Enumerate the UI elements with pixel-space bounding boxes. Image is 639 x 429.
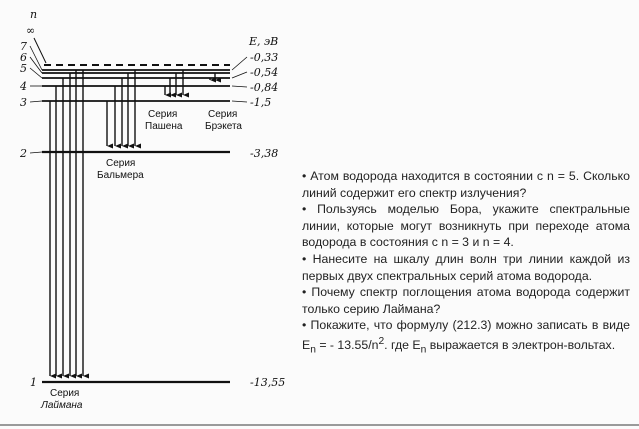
q5-part: = - 13.55/n — [315, 338, 379, 353]
level-number-n1: 1 — [30, 376, 37, 389]
level-pointer — [29, 100, 43, 103]
question-4: • Почему спектр поглощения атома водород… — [302, 285, 630, 316]
q5-sup: 2 — [378, 335, 385, 347]
infinity-pointer — [33, 37, 47, 64]
paschen-label-1: Серия — [148, 109, 177, 120]
q5-sub: n — [310, 344, 316, 356]
paschen-label-2: Пашена — [145, 121, 183, 132]
energy-pointer — [231, 56, 248, 71]
energy-axis-label: E, эВ — [248, 35, 278, 48]
q5-part: выражается в электрон-вольтах. — [426, 338, 616, 353]
q5-part: . где E — [384, 338, 421, 353]
energy-pointer — [231, 100, 248, 103]
energy-value-n5: -0,54 — [250, 66, 278, 79]
energy-value-n2: -3,38 — [250, 147, 278, 160]
level-number-n5: 5 — [20, 62, 27, 75]
question-3: • Нанесите на шкалу длин волн три линии … — [302, 251, 630, 283]
energy-pointer — [231, 85, 248, 88]
brackett-label-2: Брэкета — [205, 121, 242, 132]
level-pointer — [29, 45, 43, 71]
q5-part: • Покажите, что формулу (212.3) можно за… — [302, 318, 630, 353]
slide-border — [0, 424, 639, 426]
level-pointer — [29, 67, 43, 79]
infinity-label: ∞ — [26, 24, 35, 37]
questions-text: • Атом водорода находится в состоянии с … — [302, 168, 630, 359]
question-1: • Атом водорода находится в состоянии с … — [302, 169, 630, 200]
brackett-label-1: Серия — [208, 109, 237, 120]
question-5: • Покажите, что формулу (212.3) можно за… — [302, 317, 630, 359]
balmer-label-2: Бальмера — [97, 170, 144, 181]
level-number-n7: 7 — [20, 40, 27, 53]
level-number-n3: 3 — [20, 96, 27, 109]
n-axis-label: n — [30, 8, 37, 21]
energy-pointer — [231, 71, 248, 79]
energy-value-n4: -0,84 — [250, 81, 278, 94]
energy-value-n7: -0,33 — [250, 51, 278, 64]
energy-level-diagram: n ∞ E, эВ 7 -0,33 65 -0,54 4 -0,84 3 -1,5 2 -3,38… — [19, 8, 285, 411]
level-number-n6: 6 — [20, 51, 27, 64]
question-2: • Пользуясь моделью Бора, укажите спектр… — [302, 202, 630, 250]
lyman-label-1: Серия — [50, 388, 79, 399]
level-pointer — [29, 56, 43, 74]
level-number-n2: 2 — [19, 147, 27, 160]
level-number-n4: 4 — [19, 80, 27, 93]
level-pointer — [29, 151, 43, 154]
lyman-label-2: Лаймана — [40, 400, 83, 411]
energy-value-n1: -13,55 — [250, 376, 285, 389]
energy-value-n3: -1,5 — [250, 96, 271, 109]
balmer-label-1: Серия — [106, 158, 135, 169]
q5-sub: n — [420, 344, 427, 356]
